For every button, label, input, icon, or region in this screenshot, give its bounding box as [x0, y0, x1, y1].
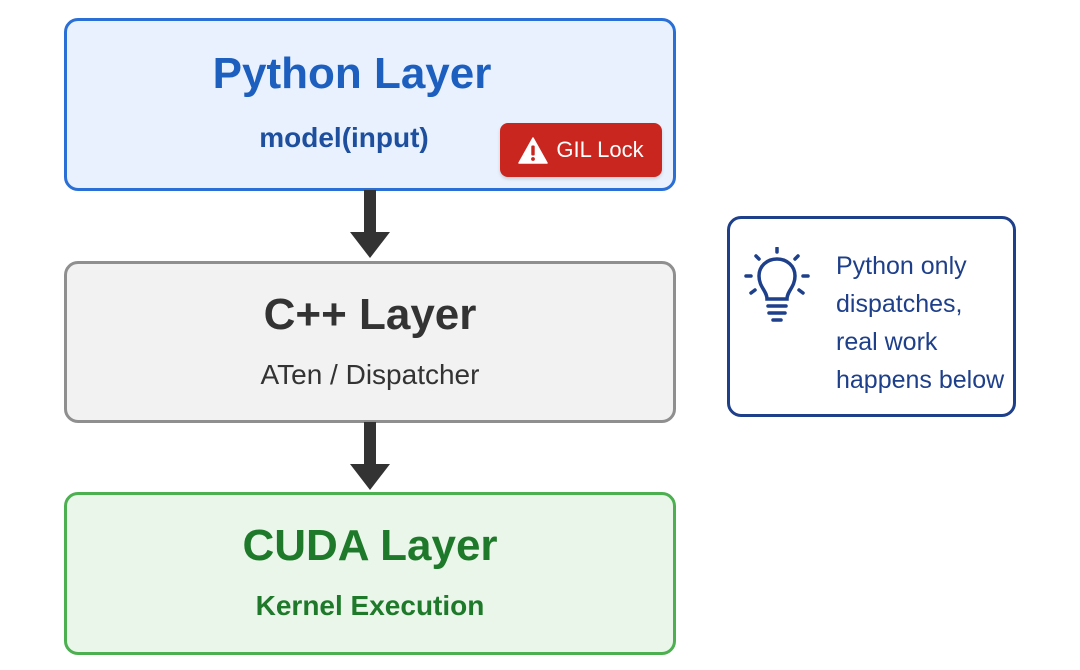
- note-line: dispatches,: [836, 290, 963, 318]
- note-text: Python only dispatches, real work happen…: [836, 247, 1016, 399]
- note-line: Python only: [836, 252, 967, 280]
- note-line: real work: [836, 328, 938, 356]
- cpp-layer-box: C++ Layer ATen / Dispatcher: [64, 261, 676, 423]
- python-layer-title: Python Layer: [212, 49, 492, 98]
- python-layer-box: Python Layer model(input) GIL Lock: [64, 18, 676, 191]
- arrow-down-icon: [348, 190, 392, 262]
- cuda-layer-title: CUDA Layer: [242, 521, 498, 570]
- warning-icon: [518, 136, 549, 164]
- note-callout: Python only dispatches, real work happen…: [727, 216, 1016, 417]
- note-line: happens below: [836, 366, 1005, 394]
- cpp-layer-subtitle: ATen / Dispatcher: [260, 359, 480, 390]
- cuda-layer-subtitle: Kernel Execution: [255, 590, 485, 621]
- arrow-down-icon: [348, 422, 392, 494]
- cpp-layer-title: C++ Layer: [263, 290, 477, 339]
- gil-lock-label: GIL Lock: [556, 137, 644, 162]
- cuda-layer-box: CUDA Layer Kernel Execution: [64, 492, 676, 655]
- gil-lock-badge: GIL Lock: [500, 123, 662, 177]
- python-layer-subtitle: model(input): [259, 122, 429, 153]
- lightbulb-icon: [744, 247, 810, 327]
